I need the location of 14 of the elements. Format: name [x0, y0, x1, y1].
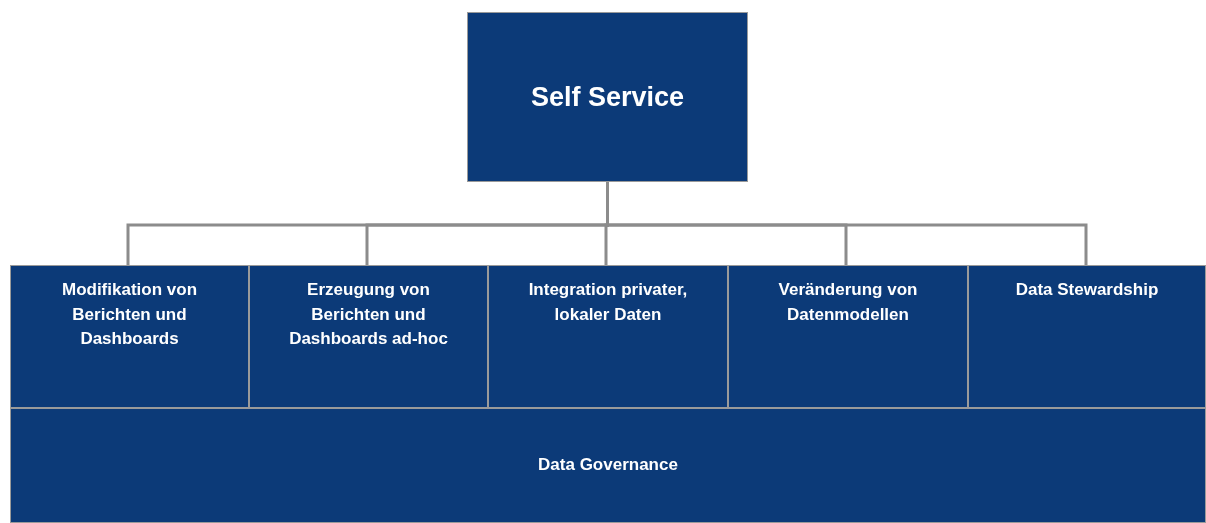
- node-label: Self Service: [530, 80, 685, 114]
- node-label: Data Governance: [538, 455, 678, 476]
- node-label: Data Stewardship: [1015, 279, 1159, 301]
- category-box: [249, 265, 488, 408]
- node-label: Veränderung von Datenmodellen: [777, 279, 919, 326]
- category-box: [488, 265, 728, 408]
- node-label: Modifikation von Berichten und Dashboards: [60, 279, 198, 351]
- category-box: [968, 265, 1206, 408]
- category-box: [10, 265, 249, 408]
- node-label: Integration privater, lokaler Daten: [527, 279, 689, 326]
- base-band: [10, 408, 1206, 523]
- top-box: [467, 12, 748, 182]
- node-label: Erzeugung von Berichten und Dashboards ad-hoc: [288, 279, 449, 351]
- category-box: [728, 265, 968, 408]
